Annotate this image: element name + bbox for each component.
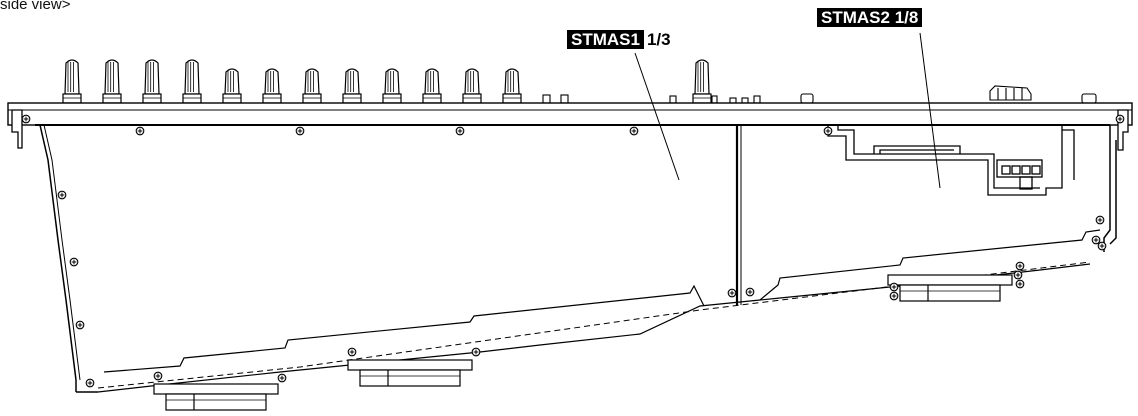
knob-icon [262, 68, 282, 104]
callout-stmas2-board: STMAS2 [821, 8, 890, 27]
screw-icon [1095, 215, 1105, 225]
leader-lines [634, 32, 941, 189]
top-panel-parts [542, 85, 1097, 104]
screw-icon [75, 320, 85, 330]
screw-icon [823, 126, 833, 136]
screw-icon [1115, 114, 1125, 124]
screw-icon [1097, 241, 1107, 251]
chassis [39, 124, 1117, 393]
screw-icon [471, 347, 481, 357]
knob-icon [692, 59, 712, 104]
knob-icon [142, 59, 162, 104]
screw-icon [727, 288, 737, 298]
screw-icon [1091, 235, 1101, 245]
callout-stmas1-board: STMAS1 [567, 30, 644, 49]
bottom-edge [97, 229, 1101, 393]
screw-icon [277, 373, 287, 383]
connector-group [153, 274, 1013, 411]
screw-icon [1015, 279, 1025, 289]
connector-icon [153, 383, 279, 411]
top-panel [7, 102, 1133, 126]
knob-icon [422, 68, 442, 104]
connector-icon [347, 359, 473, 387]
screw-icon [347, 347, 357, 357]
screw-icon [85, 378, 95, 388]
knob-icon [382, 68, 402, 104]
screw-group [21, 114, 1125, 388]
leader-line-stmas1 [634, 52, 680, 181]
callout-stmas1-page: 1/3 [646, 30, 671, 49]
connector-icon [887, 274, 1013, 302]
callout-stmas2-label: STMAS2 1/8 [817, 8, 923, 27]
screw-icon [629, 126, 639, 136]
screw-icon [135, 126, 145, 136]
knob-icon [462, 68, 482, 104]
screw-icon [889, 282, 899, 292]
knob-icon [102, 59, 122, 104]
callout-stmas2-page: 1/8 [894, 8, 919, 27]
knob-icon [182, 59, 202, 104]
screw-icon [455, 126, 465, 136]
screw-icon [153, 371, 163, 381]
screw-icon [69, 257, 79, 267]
screw-icon [295, 126, 305, 136]
screw-icon [57, 190, 67, 200]
knob-icon [62, 59, 82, 104]
screw-icon [21, 114, 31, 124]
screw-icon [889, 291, 899, 301]
screw-icon [1013, 270, 1023, 280]
screw-icon [745, 287, 755, 297]
knob-icon [502, 68, 522, 104]
knob-row [62, 59, 712, 104]
callout-stmas2: STMAS2 1/8 [817, 7, 923, 29]
screw-icon [1015, 261, 1025, 271]
leader-line-stmas2 [919, 32, 941, 189]
knob-icon [302, 68, 322, 104]
view-title: side view> [0, 0, 71, 13]
stmas2-board [827, 125, 1075, 196]
knob-icon [222, 68, 242, 104]
knob-icon [342, 68, 362, 104]
